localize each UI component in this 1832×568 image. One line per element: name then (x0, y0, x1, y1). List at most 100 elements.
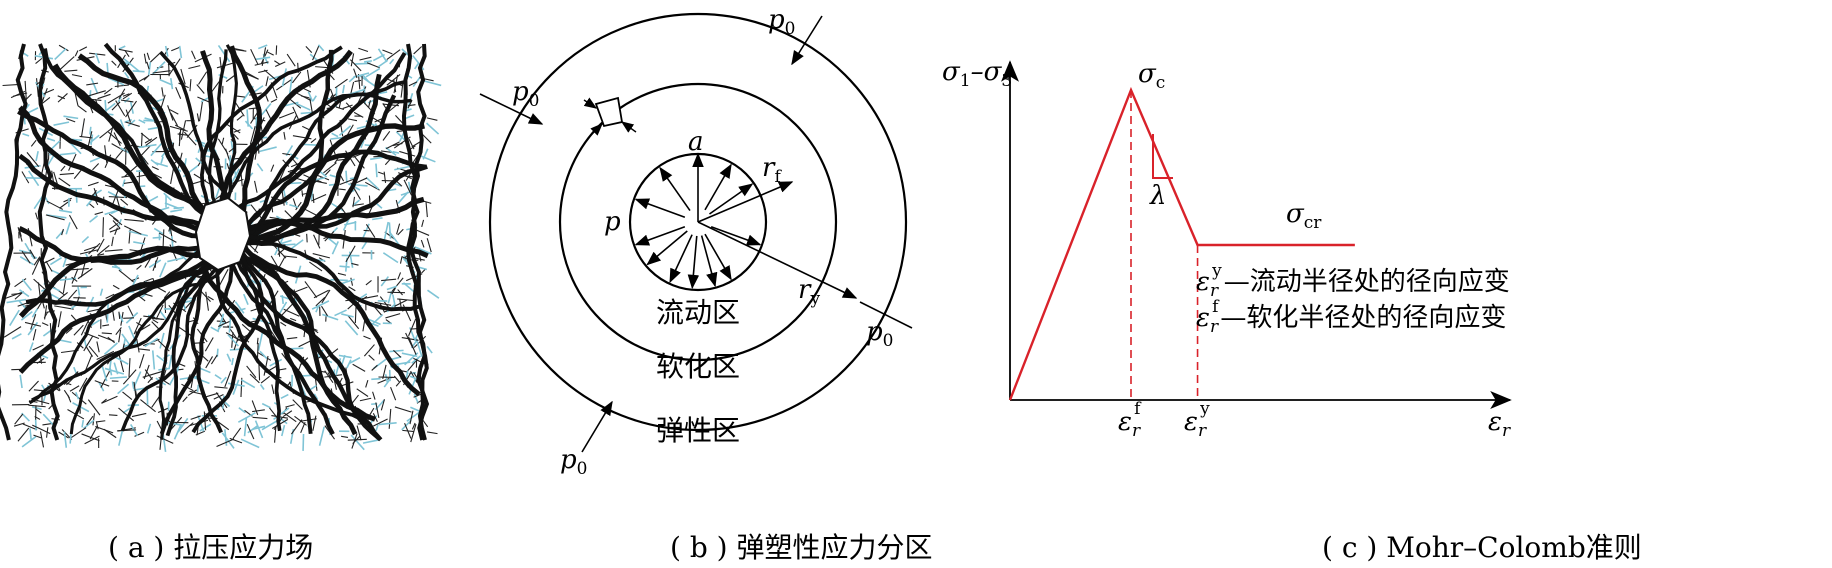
tension-crack (404, 114, 415, 120)
micro-crack (87, 399, 101, 416)
tension-crack (361, 73, 370, 83)
micro-crack (312, 253, 330, 259)
tension-crack (427, 289, 440, 299)
micro-crack (354, 79, 362, 83)
macro-fracture (220, 80, 405, 249)
tension-crack (196, 384, 200, 393)
micro-crack (140, 132, 143, 147)
micro-crack (249, 126, 256, 145)
legend-line-ef: εrf—软化半径处的径向应变 (1196, 297, 1506, 337)
micro-crack (84, 435, 100, 445)
slope-label: λ (1149, 181, 1166, 211)
micro-crack (115, 145, 128, 160)
micro-crack (207, 295, 214, 301)
micro-crack (224, 370, 232, 388)
micro-crack (383, 171, 387, 183)
micro-crack (274, 60, 281, 66)
pressure-arrow (704, 233, 732, 281)
tension-crack (167, 257, 184, 263)
tension-crack (257, 331, 264, 351)
micro-crack (250, 308, 258, 312)
micro-crack (301, 190, 304, 197)
micro-crack (115, 327, 122, 335)
micro-crack (347, 118, 358, 122)
micro-crack (309, 261, 323, 272)
tension-crack (414, 246, 432, 255)
micro-crack (189, 79, 192, 92)
micro-crack (408, 318, 417, 337)
tension-crack (159, 78, 173, 86)
micro-crack (125, 121, 140, 127)
micro-crack (353, 68, 358, 79)
tension-crack (77, 286, 81, 296)
micro-crack (425, 201, 428, 218)
micro-crack (101, 395, 118, 404)
tension-crack (280, 424, 286, 437)
micro-crack (411, 422, 416, 430)
micro-crack (71, 276, 78, 282)
micro-crack (249, 373, 260, 384)
micro-crack (108, 213, 119, 222)
micro-crack (188, 65, 201, 70)
tension-crack (164, 45, 169, 57)
tension-crack (24, 242, 35, 260)
micro-crack (24, 80, 27, 101)
micro-crack (251, 400, 259, 416)
tension-crack (118, 45, 126, 50)
tension-crack (341, 313, 354, 318)
residual-label: σcr (1286, 199, 1322, 233)
micro-crack (351, 262, 359, 266)
micro-crack (246, 424, 255, 440)
softening-boundary-circle (558, 82, 838, 362)
micro-crack (214, 386, 228, 389)
micro-crack (140, 399, 156, 413)
micro-crack (321, 289, 331, 304)
tension-crack (153, 227, 164, 235)
micro-crack (115, 100, 126, 117)
micro-crack (187, 389, 198, 396)
micro-crack (61, 228, 64, 236)
micro-crack (252, 409, 265, 413)
micro-crack (46, 427, 49, 438)
micro-crack (66, 118, 76, 123)
micro-crack (26, 152, 40, 167)
tension-crack (281, 295, 284, 304)
micro-crack (54, 305, 74, 310)
tension-crack (420, 155, 436, 163)
tension-crack (273, 407, 290, 420)
tension-crack (254, 420, 264, 439)
micro-crack (118, 407, 135, 422)
micro-crack (144, 369, 153, 381)
micro-crack (122, 57, 134, 73)
tension-crack (109, 376, 127, 380)
label-ry: ry (798, 275, 820, 309)
tension-crack (365, 67, 381, 78)
micro-crack (289, 317, 297, 322)
micro-crack (348, 286, 356, 292)
micro-crack (380, 150, 393, 154)
tension-crack (53, 121, 70, 126)
micro-crack (97, 93, 111, 100)
micro-crack (154, 260, 157, 268)
p0-label-right: p0 (866, 317, 893, 351)
caption-b: ( b ) 弹塑性应力分区 (670, 531, 933, 564)
macro-fracture (31, 247, 234, 402)
micro-crack (79, 46, 88, 52)
tension-crack (402, 282, 416, 294)
tension-crack (261, 402, 271, 409)
micro-crack (246, 365, 257, 379)
micro-crack (122, 391, 133, 401)
micro-crack (399, 298, 402, 309)
micro-crack (260, 375, 270, 384)
micro-crack (58, 44, 69, 52)
edge-fracture (406, 43, 430, 441)
p0-arrow-top (791, 15, 823, 66)
micro-crack (291, 71, 302, 84)
micro-crack (191, 50, 196, 60)
micro-crack (411, 141, 421, 148)
tension-crack (107, 191, 119, 198)
micro-crack (339, 177, 357, 185)
tension-crack (165, 421, 183, 426)
micro-crack (86, 415, 94, 426)
p0-label-bottom: p0 (560, 445, 587, 479)
